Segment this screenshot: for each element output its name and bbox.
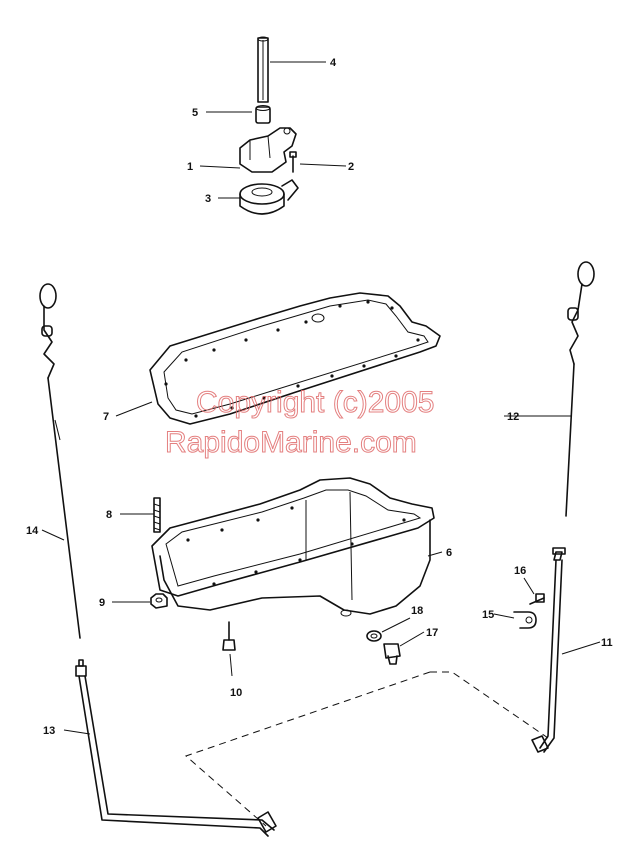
callout-15: 15	[482, 609, 494, 621]
callout-11: 11	[601, 637, 613, 649]
callout-10: 10	[230, 687, 242, 699]
oil-pan-stud	[153, 497, 161, 533]
oil-pan-gasket	[149, 292, 441, 425]
dipstick-tube-right	[531, 547, 566, 753]
oil-pump-drive-shaft	[257, 36, 269, 103]
dipstick-tube-left	[75, 659, 277, 837]
shaft-coupling-sleeve	[255, 105, 271, 124]
pan-bolt	[222, 621, 236, 651]
callout-4: 4	[330, 57, 337, 69]
dipstick-right	[565, 261, 595, 517]
oil-pickup-screen	[239, 179, 299, 215]
callout-18: 18	[411, 605, 423, 617]
callout-13: 13	[43, 725, 55, 737]
callout-8: 8	[106, 509, 112, 521]
flange-nut	[150, 593, 168, 609]
callout-1: 1	[187, 161, 193, 173]
watermark-line-1: Copyright (c)2005	[196, 386, 434, 419]
dipstick-left	[39, 283, 81, 639]
callout-16: 16	[514, 565, 526, 577]
routing-dashed-line	[185, 671, 549, 827]
oil-pump-body	[239, 127, 297, 173]
callout-6: 6	[446, 547, 452, 559]
drain-plug-gasket	[366, 630, 382, 642]
callout-3: 3	[205, 193, 211, 205]
watermark-line-2: RapidoMarine.com	[165, 426, 417, 459]
oil-pan	[151, 477, 435, 617]
callout-5: 5	[192, 107, 198, 119]
callout-9: 9	[99, 597, 105, 609]
tube-clip	[513, 611, 537, 629]
callout-7: 7	[103, 411, 109, 423]
clip-bolt	[529, 593, 545, 605]
callout-14: 14	[26, 525, 39, 537]
callout-17: 17	[426, 627, 438, 639]
callout-12: 12	[507, 411, 519, 423]
callout-2: 2	[348, 161, 354, 173]
drain-plug	[383, 643, 401, 665]
leader-lines	[41, 61, 601, 735]
pump-mounting-bolt	[289, 151, 297, 173]
